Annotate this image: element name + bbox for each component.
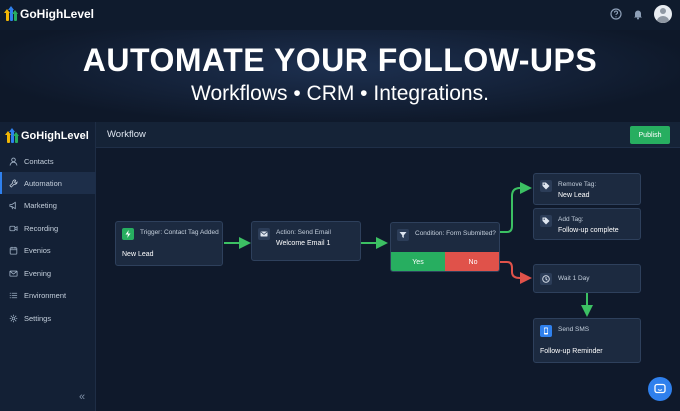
filter-icon bbox=[397, 229, 409, 241]
sidebar-item-label: Automation bbox=[24, 178, 62, 188]
sidebar-item-label: Marketing bbox=[24, 200, 57, 210]
sidebar: GoHighLevel Contacts Automation Marketin… bbox=[0, 122, 96, 411]
sidebar-item-label: Contacts bbox=[24, 156, 54, 166]
collapse-sidebar-button[interactable]: « bbox=[79, 391, 86, 403]
sidebar-item-automation[interactable]: Automation bbox=[0, 172, 96, 194]
node-value: Welcome Email 1 bbox=[276, 240, 331, 247]
user-icon bbox=[9, 157, 18, 166]
sidebar-item-evenios[interactable]: Evenios bbox=[0, 239, 96, 261]
sidebar-item-contacts[interactable]: Contacts bbox=[0, 150, 96, 172]
node-value: Follow-up complete bbox=[558, 227, 619, 234]
phone-icon bbox=[540, 325, 552, 337]
sidebar-app-name: GoHighLevel bbox=[21, 130, 89, 142]
logo-icon bbox=[5, 128, 19, 143]
condition-node[interactable]: Condition: Form Submitted? Yes No bbox=[390, 222, 500, 272]
logo-icon bbox=[4, 6, 18, 21]
bell-icon[interactable] bbox=[632, 8, 644, 20]
video-icon bbox=[9, 225, 18, 231]
chat-icon bbox=[654, 383, 666, 394]
condition-yes-branch[interactable]: Yes bbox=[391, 252, 445, 271]
chat-widget-button[interactable] bbox=[648, 377, 672, 401]
sidebar-item-label: Recording bbox=[24, 223, 59, 233]
tag-icon bbox=[540, 180, 552, 192]
help-icon[interactable] bbox=[610, 8, 622, 20]
page-title: Workflow bbox=[107, 129, 146, 140]
node-title: Add Tag: bbox=[558, 216, 584, 223]
node-title: Action: Send Email bbox=[276, 229, 331, 236]
node-title: Remove Tag: bbox=[558, 181, 597, 188]
trigger-node[interactable]: Trigger: Contact Tag Added New Lead bbox=[115, 221, 223, 266]
wrench-icon bbox=[9, 178, 18, 188]
sidebar-item-environment[interactable]: Environment bbox=[0, 284, 96, 306]
node-title: Wait 1 Day bbox=[558, 275, 590, 282]
sidebar-logo[interactable]: GoHighLevel bbox=[5, 128, 89, 143]
calendar-icon bbox=[9, 246, 18, 255]
sidebar-item-evening[interactable]: Evening bbox=[0, 262, 96, 284]
clock-icon bbox=[540, 273, 552, 285]
top-bar: GoHighLevel bbox=[0, 0, 680, 30]
gear-icon bbox=[9, 314, 18, 322]
node-title: Send SMS bbox=[558, 326, 590, 333]
mail-icon bbox=[9, 270, 18, 277]
bolt-icon bbox=[122, 228, 134, 240]
node-value: New Lead bbox=[122, 251, 154, 258]
hero-title: AUTOMATE YOUR FOLLOW-UPS bbox=[82, 42, 598, 78]
sidebar-item-label: Environment bbox=[24, 290, 67, 300]
workflow-header: Workflow Publish bbox=[96, 122, 680, 148]
node-value: Follow-up Reminder bbox=[540, 348, 603, 355]
app-logo[interactable]: GoHighLevel bbox=[4, 6, 95, 21]
action-node[interactable]: Action: Send Email Welcome Email 1 bbox=[251, 221, 361, 261]
publish-button[interactable]: Publish bbox=[630, 126, 670, 144]
add-tag-node[interactable]: Add Tag: Follow-up complete bbox=[533, 208, 641, 240]
list-icon bbox=[9, 292, 18, 298]
megaphone-icon bbox=[9, 201, 16, 209]
node-title: Trigger: Contact Tag Added bbox=[140, 229, 219, 236]
sidebar-item-marketing[interactable]: Marketing bbox=[0, 194, 96, 216]
sidebar-item-label: Evening bbox=[24, 268, 52, 278]
condition-no-branch[interactable]: No bbox=[445, 252, 499, 271]
wait-node[interactable]: Wait 1 Day bbox=[533, 264, 641, 293]
sidebar-item-label: Settings bbox=[24, 313, 52, 323]
sidebar-item-recording[interactable]: Recording bbox=[0, 217, 96, 239]
sidebar-item-settings[interactable]: Settings bbox=[0, 307, 96, 329]
sidebar-item-label: Evenios bbox=[24, 245, 51, 255]
hero-banner: AUTOMATE YOUR FOLLOW-UPS Workflows • CRM… bbox=[0, 30, 680, 122]
remove-tag-node[interactable]: Remove Tag: New Lead bbox=[533, 173, 641, 205]
envelope-icon bbox=[258, 228, 270, 240]
tag-icon bbox=[540, 215, 552, 227]
app-name: GoHighLevel bbox=[20, 7, 95, 21]
user-avatar[interactable] bbox=[654, 5, 672, 23]
hero-subtitle: Workflows • CRM • Integrations. bbox=[191, 82, 489, 105]
node-value: New Lead bbox=[558, 192, 590, 199]
send-sms-node[interactable]: Send SMS Follow-up Reminder bbox=[533, 318, 641, 363]
node-title: Condition: Form Submitted? bbox=[415, 230, 496, 237]
